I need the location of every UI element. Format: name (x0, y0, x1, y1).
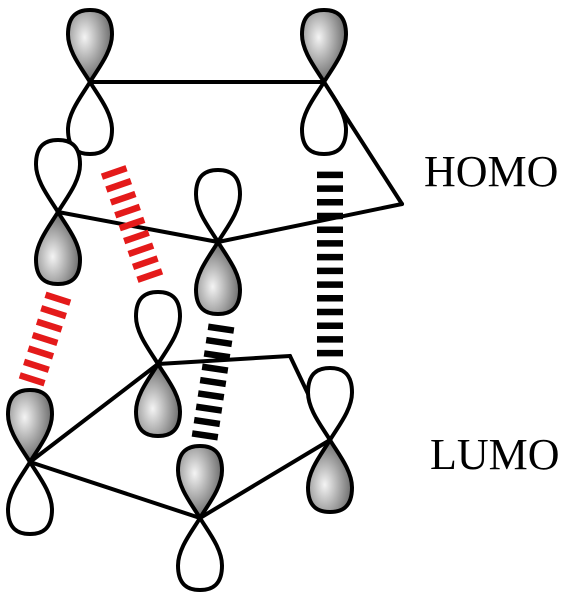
lower-lobe (66, 80, 114, 156)
interaction-dash (31, 331, 59, 347)
p-orbitals (6, 8, 354, 592)
interaction-dash (127, 242, 155, 258)
interaction-dash (207, 323, 235, 334)
upper-lobe (6, 388, 54, 464)
interaction-dash (109, 190, 137, 206)
bond-5 (56, 210, 220, 244)
lower-lobe (300, 80, 348, 156)
interaction-dash (23, 358, 50, 373)
interaction-dash (123, 229, 150, 245)
interaction-dash (35, 318, 63, 333)
lumo-label: LUMO (430, 430, 560, 479)
upper-lobe (34, 138, 82, 214)
interaction-dash (197, 390, 225, 401)
homo-orbital-2 (300, 8, 348, 156)
primary-interaction-2 (18, 291, 72, 387)
interaction-dash (131, 255, 159, 270)
bond-9 (198, 438, 332, 520)
lower-lobe (306, 438, 354, 514)
interaction-dash (195, 403, 223, 414)
interaction-dash (203, 350, 231, 361)
lower-lobe (176, 516, 224, 592)
upper-lobe (194, 168, 242, 244)
interaction-dash (201, 363, 229, 374)
interaction-dash (136, 268, 164, 283)
interaction-dash (105, 178, 133, 193)
secondary-interaction-4 (191, 323, 235, 441)
lower-lobe (194, 240, 242, 316)
interaction-dash (40, 305, 67, 320)
lower-lobe (134, 362, 182, 438)
interaction-dash (118, 216, 146, 232)
primary-interaction-1 (100, 165, 164, 283)
lumo-orbital-4 (176, 444, 224, 592)
bond-10 (28, 460, 202, 520)
interaction-dash (100, 165, 128, 180)
orbital-interactions (18, 165, 343, 441)
upper-lobe (134, 290, 182, 366)
lumo-orbital-2 (6, 388, 54, 536)
bond-7 (156, 354, 292, 366)
upper-lobe (300, 8, 348, 84)
upper-lobe (306, 366, 354, 442)
homo-orbital-3 (34, 138, 82, 286)
interaction-dash (191, 430, 219, 441)
lumo-orbital-3 (306, 366, 354, 514)
interaction-dash (193, 416, 221, 428)
interaction-dash (199, 376, 227, 388)
lower-lobe (6, 460, 54, 536)
bond-4 (216, 202, 404, 244)
interaction-dash (44, 291, 72, 306)
homo-label: HOMO (424, 147, 559, 196)
lumo-orbital-1 (134, 290, 182, 438)
homo-orbital-1 (66, 8, 114, 156)
interaction-dash (205, 336, 233, 348)
bond-11 (28, 362, 160, 464)
interaction-dash (18, 372, 46, 387)
upper-lobe (176, 444, 224, 520)
interaction-dash (114, 203, 141, 219)
bond-3 (346, 118, 404, 206)
interaction-dash (27, 345, 55, 360)
homo-orbital-4 (194, 168, 242, 316)
upper-lobe (66, 8, 114, 84)
lower-lobe (34, 210, 82, 286)
secondary-interaction-3 (317, 171, 343, 357)
